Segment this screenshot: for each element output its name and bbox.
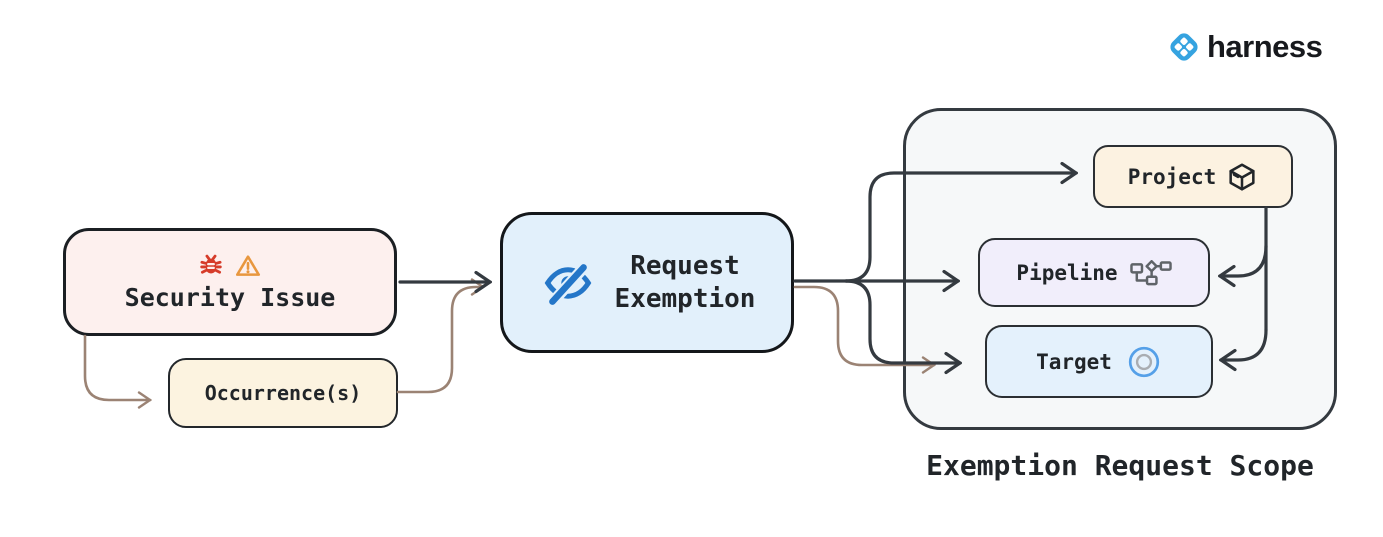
project-label: Project (1127, 164, 1217, 189)
target-icon (1128, 346, 1160, 377)
request-exemption-label-line1: Request (630, 251, 740, 281)
target-label: Target (1036, 349, 1112, 374)
occurrence-node: Occurrence(s) (168, 358, 398, 428)
eye-off-icon (544, 262, 591, 305)
security-issue-node: Security Issue (63, 228, 397, 336)
request-exemption-label-line2: Exemption (614, 283, 756, 314)
pipeline-graph-icon (1129, 259, 1172, 285)
project-node: Project (1093, 145, 1293, 208)
harness-brand-text: harness (1207, 29, 1323, 64)
harness-logo: harness (1166, 29, 1323, 65)
edge-security-to-occurrence (83, 334, 150, 400)
request-exemption-node: Request Exemption (500, 212, 794, 353)
target-node: Target (985, 325, 1213, 398)
pipeline-label: Pipeline (1016, 260, 1118, 285)
security-issue-label: Security Issue (124, 283, 336, 312)
exemption-scope-title: Exemption Request Scope (926, 449, 1314, 482)
package-cube-icon (1229, 162, 1255, 191)
pipeline-node: Pipeline (978, 238, 1210, 307)
warning-icon (235, 255, 261, 276)
edge-occurrence-to-request (396, 287, 483, 394)
occurrence-label: Occurrence(s) (204, 381, 362, 405)
harness-logo-icon (1170, 33, 1198, 61)
bug-icon (200, 254, 222, 274)
